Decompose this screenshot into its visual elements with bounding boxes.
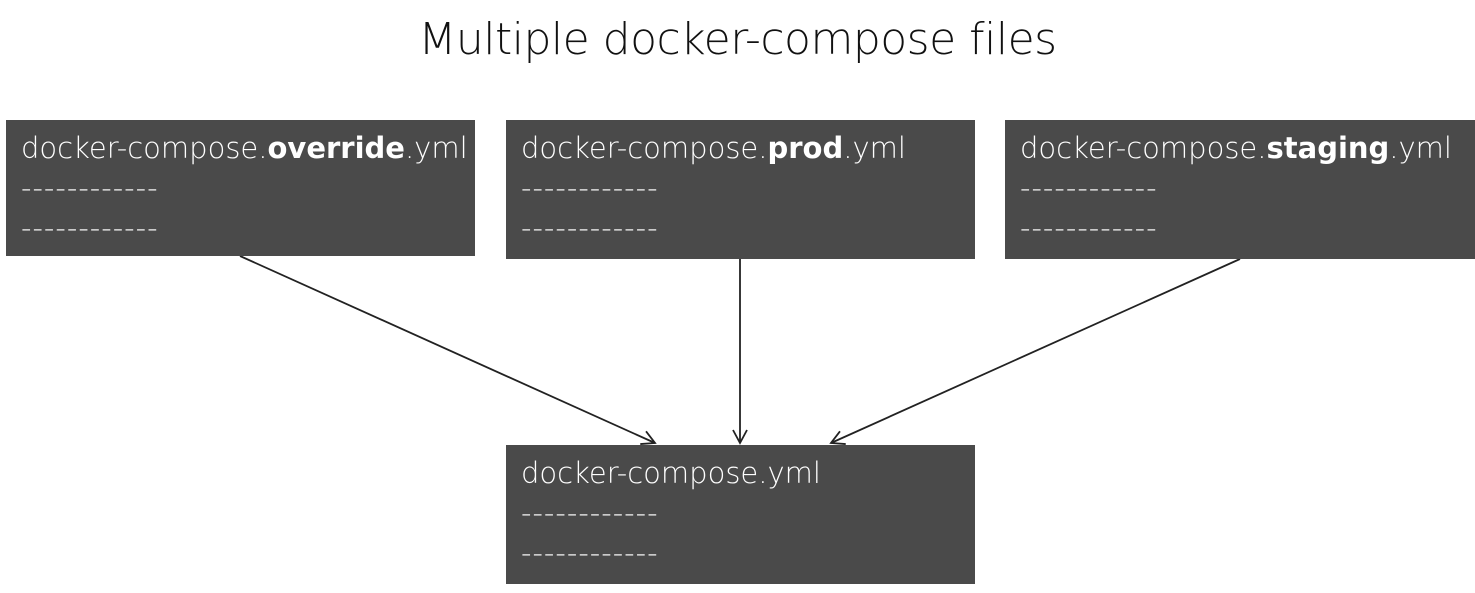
arrow-staging-to-base [829, 258, 1241, 445]
base-file-line: ------------ [521, 496, 659, 530]
override-file-line: ------------ [21, 211, 159, 245]
prod-file-line: ------------ [521, 211, 659, 245]
diagram-title: Multiple docker-compose files [418, 14, 1057, 65]
arrow-override-to-base [239, 255, 657, 445]
staging-file-box: docker-compose.staging.yml ------------ … [1005, 120, 1475, 259]
staging-file-name: docker-compose.staging.yml [1020, 131, 1452, 165]
override-file-box: docker-compose.override.yml ------------… [6, 120, 475, 256]
staging-file-line: ------------ [1020, 211, 1158, 245]
prod-file-line: ------------ [521, 171, 659, 205]
prod-file-box: docker-compose.prod.yml ------------ ---… [506, 120, 975, 259]
override-file-line: ------------ [21, 171, 159, 205]
base-file-box: docker-compose.yml ------------ --------… [506, 445, 975, 584]
prod-file-name: docker-compose.prod.yml [521, 131, 906, 165]
base-file-line: ------------ [521, 536, 659, 570]
base-file-name: docker-compose.yml [521, 456, 821, 490]
override-file-name: docker-compose.override.yml [21, 131, 468, 165]
staging-file-line: ------------ [1020, 171, 1158, 205]
